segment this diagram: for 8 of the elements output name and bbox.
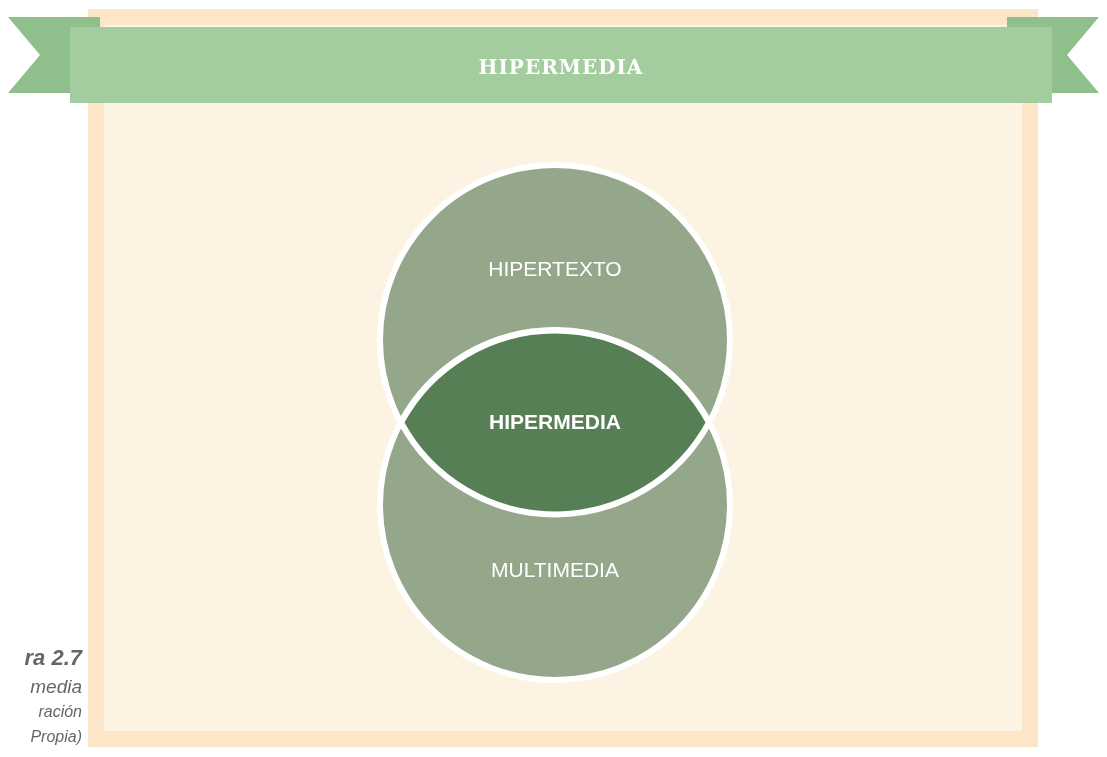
banner-title: HIPERMEDIA	[477, 55, 645, 79]
circle-label: MULTIMEDIA	[490, 558, 620, 582]
figure-caption: ración	[38, 703, 82, 721]
figure-caption: ra 2.7	[24, 645, 82, 671]
figure-caption: Propia)	[30, 728, 82, 746]
circle-label: HIPERTEXTO	[487, 257, 623, 281]
figure-caption: media	[30, 676, 82, 698]
circle-label: HIPERMEDIA	[488, 410, 622, 434]
